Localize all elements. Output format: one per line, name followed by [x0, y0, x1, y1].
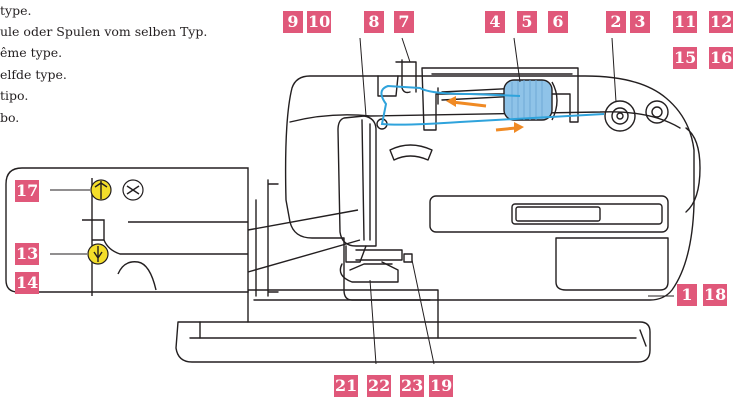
callout-3: 3	[630, 11, 650, 33]
callout-14: 14	[15, 272, 40, 294]
machine-body	[284, 75, 695, 301]
front-dial	[389, 144, 433, 161]
text-line-5: tipo.	[0, 88, 29, 103]
callout-7: 7	[394, 11, 414, 33]
spool-cover	[421, 67, 579, 131]
callout-8: 8	[364, 11, 384, 33]
text-line-6: bo.	[0, 110, 20, 125]
text-line-4: elfde type.	[0, 67, 67, 82]
callout-9: 9	[283, 11, 303, 33]
handwheel	[685, 127, 701, 213]
callout-12: 12	[709, 11, 734, 33]
callout-6: 6	[548, 11, 568, 33]
callout-11: 11	[673, 11, 698, 33]
callout-15: 15	[673, 47, 698, 69]
callout-1: 1	[677, 284, 697, 306]
winder-stopper	[645, 100, 669, 124]
callout-4: 4	[485, 11, 505, 33]
text-line-3: ême type.	[0, 45, 63, 60]
thread-path	[380, 84, 605, 126]
callout-23: 23	[400, 375, 425, 397]
callout-13: 13	[15, 243, 40, 265]
lcd-panel	[429, 195, 669, 233]
needle-bar	[345, 245, 367, 263]
callout-2: 2	[606, 11, 626, 33]
bed-extension	[247, 289, 439, 339]
callout-18: 18	[703, 284, 728, 306]
callout-19: 19	[429, 375, 454, 397]
stitch-panel	[555, 237, 669, 291]
callout-16: 16	[709, 47, 734, 69]
callout-10: 10	[307, 11, 332, 33]
callout-22: 22	[367, 375, 392, 397]
text-line-1: type.	[0, 3, 32, 18]
callout-5: 5	[517, 11, 537, 33]
callout-21: 21	[334, 375, 359, 397]
machine-base	[175, 321, 651, 363]
presser-foot	[339, 261, 399, 283]
thread-guide	[377, 61, 417, 97]
inset-magnifier	[5, 167, 361, 296]
thread-spool	[503, 79, 558, 121]
thread-arrows	[446, 96, 524, 133]
text-line-2: ule oder Spulen vom selben Typ.	[0, 24, 208, 39]
callout-17: 17	[15, 180, 40, 202]
callout-leaders	[50, 37, 674, 365]
bobbin-winder	[604, 100, 636, 132]
